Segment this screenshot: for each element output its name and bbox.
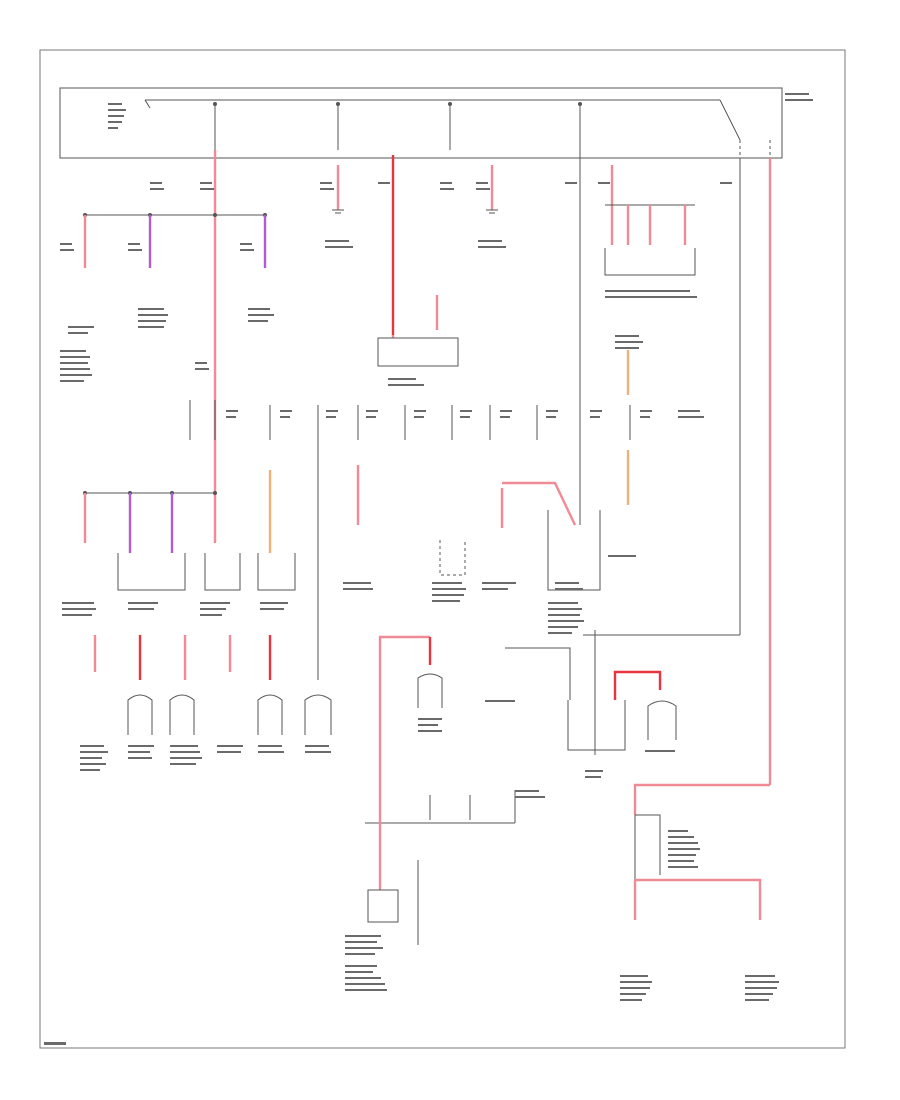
lower-fuse-block (365, 790, 516, 945)
label-placeholders (44, 182, 779, 1045)
fuse (578, 102, 582, 150)
page-frame (39, 49, 846, 1049)
circuit-left-red (83, 150, 267, 543)
top-fuse-box (59, 87, 813, 159)
fuse (448, 102, 452, 150)
circuit-upper-right (579, 150, 772, 815)
fuse (336, 102, 340, 150)
middle-fuse-row (189, 350, 631, 505)
circuit-bottom-left-row (93, 635, 332, 735)
circuit-lower-left (83, 440, 466, 640)
circuit-starter-generator (378, 481, 677, 795)
circuit-upper-mid (332, 155, 498, 367)
circuit-lower-right-relay (633, 814, 762, 920)
fuse (213, 102, 217, 150)
